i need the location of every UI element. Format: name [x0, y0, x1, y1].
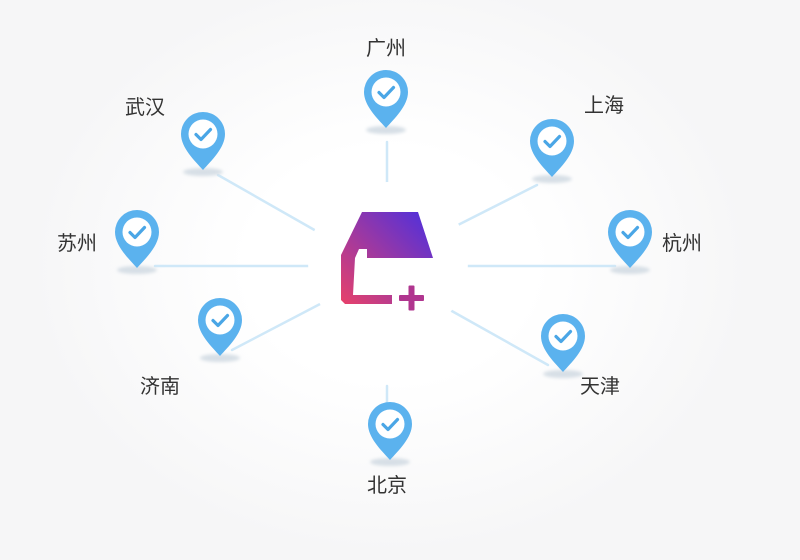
city-label-guangzhou: 广州	[366, 36, 406, 60]
pin-inner-circle	[537, 126, 567, 156]
connector-line-shanghai	[450, 183, 539, 230]
checkmark-icon	[543, 134, 562, 149]
checkmark-icon	[621, 225, 640, 240]
city-label-suzhou: 苏州	[57, 231, 97, 255]
hub-circle	[308, 182, 468, 342]
location-pin-icon	[368, 402, 412, 466]
pin-inner-circle	[122, 217, 152, 247]
location-pin-icon	[198, 298, 242, 362]
connector-line-wuhan	[216, 173, 320, 234]
location-pin-icon	[541, 314, 585, 378]
pin-inner-circle	[548, 321, 578, 351]
pin-shadow	[370, 458, 410, 466]
location-pin-icon	[530, 119, 574, 183]
pin-inner-circle	[205, 305, 235, 335]
connector-line-tianjin	[448, 308, 550, 367]
city-label-beijing: 北京	[367, 473, 407, 497]
checkmark-icon	[128, 225, 147, 240]
city-label-hangzhou: 杭州	[662, 231, 702, 255]
store-plus-icon	[341, 212, 433, 311]
pin-shadow	[117, 266, 157, 274]
checkmark-icon	[211, 313, 230, 328]
pin-inner-circle	[371, 77, 401, 107]
location-pins	[115, 70, 652, 466]
pin-shadow	[532, 175, 572, 183]
checkmark-icon	[194, 127, 213, 142]
pin-shadow	[366, 126, 406, 134]
location-pin-icon	[608, 210, 652, 274]
checkmark-icon	[554, 329, 573, 344]
location-pin-icon	[364, 70, 408, 134]
location-pin-icon	[181, 112, 225, 176]
city-label-jinan: 济南	[140, 374, 180, 398]
location-pin-icon	[115, 210, 159, 274]
city-label-wuhan: 武汉	[125, 95, 165, 119]
pin-inner-circle	[615, 217, 645, 247]
checkmark-icon	[381, 417, 400, 432]
pin-inner-circle	[375, 409, 405, 439]
pin-shadow	[183, 168, 223, 176]
pin-shadow	[200, 354, 240, 362]
pin-shadow	[610, 266, 650, 274]
connector-line-jinan	[230, 301, 324, 352]
city-label-shanghai: 上海	[584, 93, 624, 117]
pin-inner-circle	[188, 119, 218, 149]
city-label-tianjin: 天津	[580, 374, 620, 398]
pin-shadow	[543, 370, 583, 378]
checkmark-icon	[377, 85, 396, 100]
